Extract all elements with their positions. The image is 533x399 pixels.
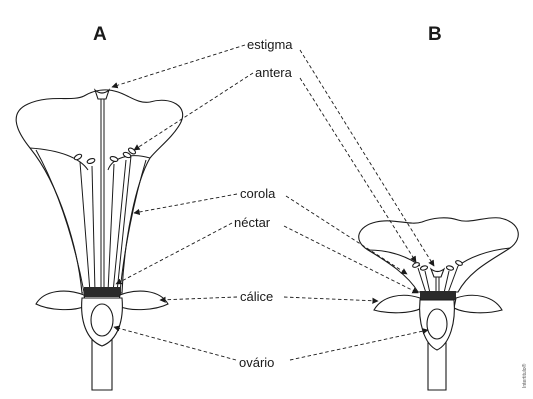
flower-a — [16, 90, 183, 390]
flower-a-calyx — [118, 291, 168, 310]
arrow-calice-b — [284, 297, 378, 301]
flower-b-calyx — [374, 295, 422, 312]
arrow-calice-a — [160, 297, 237, 300]
label-estigma: estigma — [247, 37, 293, 52]
flower-b-ovary — [427, 309, 447, 339]
label-ovario: ovário — [239, 355, 274, 370]
flower-b — [359, 218, 519, 390]
arrow-corola-a — [134, 194, 237, 213]
flower-a-calyx — [36, 291, 86, 310]
label-calice: cálice — [240, 289, 273, 304]
arrow-ovario-b — [290, 330, 428, 360]
label-nectar: néctar — [234, 215, 271, 230]
label-corola: corola — [240, 186, 276, 201]
panel-b-label: B — [428, 24, 442, 45]
panel-a-label: A — [93, 24, 107, 45]
arrow-ovario-a — [114, 327, 236, 360]
flower-b-calyx — [454, 295, 502, 312]
flower-b-nectar — [420, 291, 456, 300]
arrow-nectar-a — [116, 223, 232, 284]
flower-a-ovary — [91, 304, 113, 336]
image-credit: Intertitulo® — [521, 363, 528, 388]
label-antera: antera — [255, 65, 293, 80]
flower-a-nectar — [84, 287, 121, 297]
arrow-estigma-a — [112, 45, 245, 87]
